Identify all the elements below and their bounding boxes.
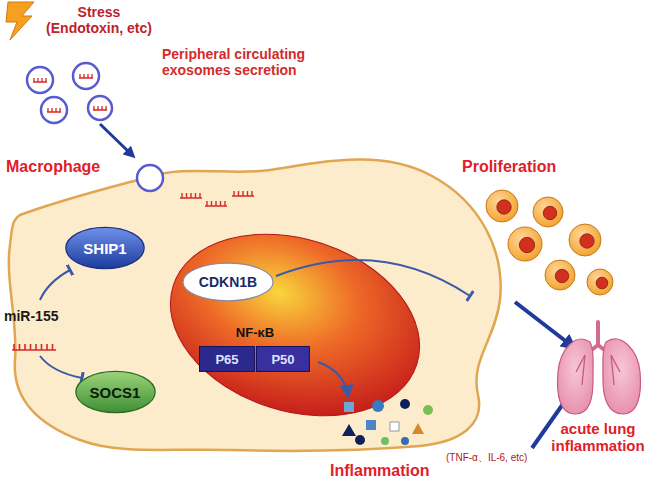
lightning-bolt bbox=[6, 2, 34, 40]
proliferating-cell bbox=[587, 269, 613, 295]
proliferating-cell bbox=[596, 277, 608, 289]
mirna-strand bbox=[180, 193, 202, 198]
disease-label: acute lung inflammation bbox=[538, 420, 658, 455]
lung-illustration bbox=[576, 355, 620, 385]
cytokine-symbol bbox=[366, 420, 376, 430]
cell-membrane bbox=[9, 159, 501, 450]
cell-illustration bbox=[9, 159, 501, 450]
exosome bbox=[137, 165, 163, 191]
protein-ellipse: CDKN1B bbox=[182, 262, 274, 302]
outcome-label: Proliferation bbox=[462, 158, 556, 176]
proliferating-cell bbox=[580, 234, 594, 248]
cytokine-symbol bbox=[342, 399, 433, 445]
exosome bbox=[93, 106, 107, 110]
cytokine-symbol bbox=[372, 400, 384, 412]
uptake-arrow bbox=[100, 124, 132, 155]
macrophage-cell: SHIP1SOCS1 CDKN1B P65 P50 NF-κB Macrophage bbox=[0, 140, 515, 480]
outcome-label: Inflammation bbox=[330, 462, 430, 480]
lung-illustration bbox=[558, 322, 641, 414]
mirna-strand bbox=[12, 191, 254, 350]
process-label: Peripheral circulating exosomes secretio… bbox=[162, 46, 340, 78]
ellipse-outline bbox=[183, 263, 273, 301]
proliferating-cell bbox=[545, 260, 575, 290]
cytokine-symbol bbox=[344, 402, 354, 412]
ellipse-outline bbox=[66, 227, 144, 268]
mirna-strand bbox=[12, 344, 56, 350]
box-outline bbox=[200, 347, 255, 372]
exosome bbox=[41, 97, 67, 123]
exosome bbox=[79, 74, 93, 78]
inhibition-line bbox=[276, 260, 470, 296]
proliferating-cell bbox=[569, 224, 601, 256]
lightning-bolt bbox=[6, 2, 34, 40]
protein-name: SOCS1 bbox=[90, 384, 141, 401]
effect-arrow bbox=[515, 302, 572, 346]
protein-name: P50 bbox=[271, 352, 294, 367]
stimulus-label: Stress (Endotoxin, etc) bbox=[40, 4, 158, 36]
exosome bbox=[73, 63, 99, 89]
proliferating-cell bbox=[519, 237, 534, 252]
cytokine-label: (TNF-α、IL-6, etc) bbox=[446, 452, 527, 464]
cytokine-symbol bbox=[401, 437, 409, 445]
inhibition-line bbox=[40, 356, 82, 378]
exosome bbox=[33, 78, 47, 82]
nucleus bbox=[147, 204, 444, 447]
box-outline bbox=[257, 347, 310, 372]
exosome bbox=[27, 63, 112, 123]
cell-illustration bbox=[0, 140, 515, 480]
cell-name: Macrophage bbox=[6, 158, 100, 176]
protein-name: CDKN1B bbox=[199, 274, 257, 290]
activation-arrow bbox=[318, 362, 348, 396]
protein-name: SHIP1 bbox=[83, 240, 126, 257]
proliferating-cell bbox=[486, 190, 518, 222]
proliferating-cell bbox=[508, 227, 542, 261]
exosome bbox=[47, 108, 61, 112]
uptake-arrow bbox=[100, 124, 132, 155]
mirna-strand bbox=[232, 191, 254, 196]
lung-illustration bbox=[603, 339, 641, 414]
cytokine-symbol bbox=[342, 424, 356, 436]
protein-ellipse: SOCS1 bbox=[75, 370, 156, 414]
proliferating-cell bbox=[555, 269, 569, 283]
inhibition-line bbox=[40, 270, 70, 300]
inhibition-line bbox=[40, 260, 470, 378]
cytokine-symbol bbox=[381, 437, 389, 445]
cytokine-symbol bbox=[423, 405, 433, 415]
lung-illustration bbox=[558, 339, 594, 414]
protein-name: P65 bbox=[215, 352, 238, 367]
complex-box: P65 P50 NF-κB bbox=[194, 323, 316, 375]
protein-ellipse: SHIP1 bbox=[65, 226, 145, 270]
proliferating-cell bbox=[497, 200, 511, 214]
subunit-box: P50 bbox=[256, 346, 310, 372]
subunit-box: P65 bbox=[199, 346, 255, 372]
cytokine-symbol bbox=[390, 422, 399, 431]
mirna-strand bbox=[205, 201, 227, 206]
cytokine-symbol bbox=[355, 435, 365, 445]
proliferating-cell bbox=[533, 197, 563, 227]
ellipse-outline bbox=[75, 371, 154, 412]
cytokine-symbol bbox=[412, 423, 424, 434]
exosome bbox=[27, 67, 53, 93]
exosome bbox=[88, 96, 112, 120]
complex-name: NF-κB bbox=[194, 325, 316, 340]
proliferating-cell bbox=[543, 206, 557, 220]
cytokine-symbol bbox=[400, 399, 410, 409]
